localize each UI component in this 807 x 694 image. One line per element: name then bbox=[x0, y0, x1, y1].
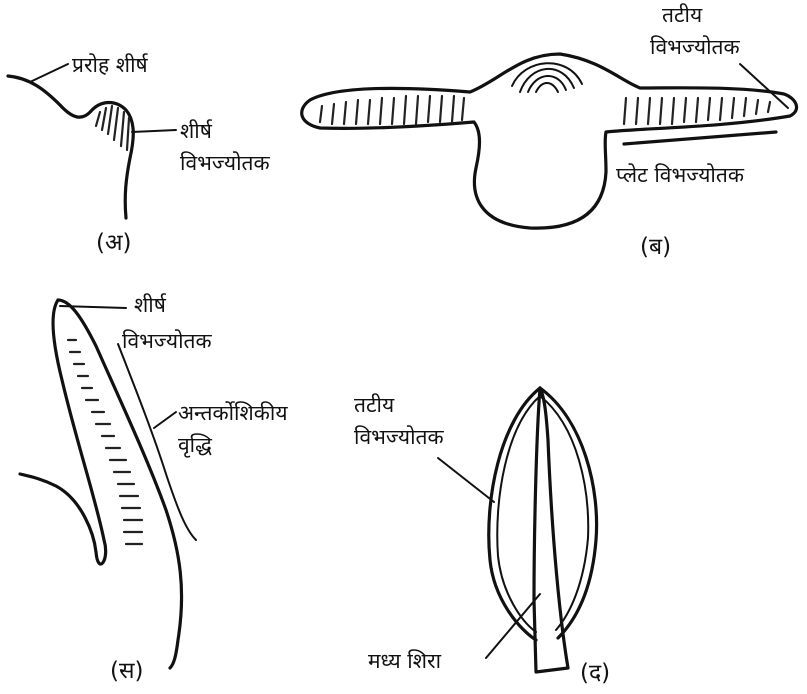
label-plate-meristem: प्लेट विभज्योतक bbox=[616, 163, 745, 187]
label-shoot-apex: प्ररोह शीर्ष bbox=[72, 53, 149, 77]
label-apical-meristem-c-1: शीर्ष bbox=[134, 293, 167, 317]
panel-b: तटीय विभज्योतक प्लेट विभज्योतक (ब) bbox=[302, 3, 797, 260]
panel-d: तटीय विभज्योतक मध्य शिरा (द) bbox=[354, 388, 610, 686]
pointer-marginal-meristem-b bbox=[740, 64, 788, 108]
caption-b: (ब) bbox=[640, 234, 671, 260]
caption-d: (द) bbox=[580, 660, 610, 686]
label-apical-meristem-1: शीर्ष bbox=[180, 119, 213, 143]
label-marginal-meristem-b-1: तटीय bbox=[662, 3, 703, 27]
caption-a: (अ) bbox=[96, 230, 132, 256]
pointer-apical-meristem bbox=[132, 130, 176, 132]
pointer-shoot-apex bbox=[30, 64, 68, 82]
plate-meristem-underline bbox=[624, 132, 776, 144]
apical-meristem-hatching bbox=[96, 106, 129, 150]
label-marginal-meristem-d-1: तटीय bbox=[354, 393, 395, 417]
label-apical-meristem-2: विभज्योतक bbox=[180, 151, 270, 175]
panel-a: प्ररोह शीर्ष शीर्ष विभज्योतक (अ) bbox=[8, 53, 270, 256]
shoot-apex-outline bbox=[8, 76, 133, 218]
pointer-marginal-meristem-d bbox=[438, 458, 494, 502]
label-apical-meristem-c-2: विभज्योतक bbox=[122, 329, 212, 353]
midrib-outline bbox=[534, 388, 568, 672]
dome-arcs bbox=[512, 63, 582, 92]
right-lobe-hatching bbox=[624, 98, 770, 124]
label-marginal-meristem-d-2: विभज्योतक bbox=[354, 425, 444, 449]
left-lobe-hatching bbox=[320, 96, 464, 124]
label-intercalary-1: अन्तर्कोशिकीय bbox=[178, 401, 288, 425]
primordium-outline bbox=[302, 54, 797, 228]
label-midrib: मध्य शिरा bbox=[368, 649, 442, 673]
label-marginal-meristem-b-2: विभज्योतक bbox=[650, 35, 740, 59]
pointer-intercalary bbox=[154, 412, 176, 428]
leaf-blade-outline bbox=[489, 388, 597, 640]
caption-c: (स) bbox=[110, 658, 144, 684]
panel-c: शीर्ष विभज्योतक अन्तर्कोशिकीय वृद्धि (स) bbox=[20, 293, 288, 684]
label-intercalary-2: वृद्धि bbox=[178, 433, 212, 458]
